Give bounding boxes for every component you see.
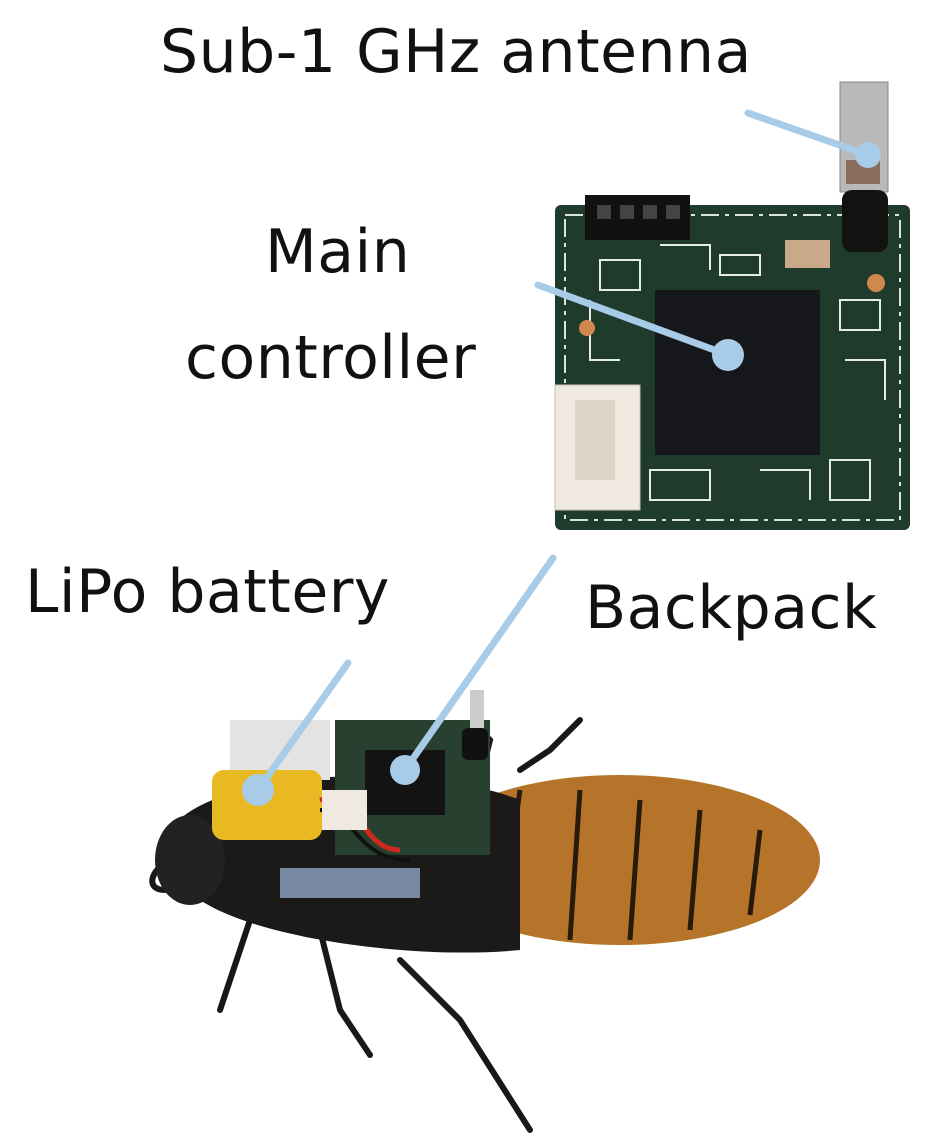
label-battery: LiPo battery [25,557,390,627]
pointer-backpack [401,554,557,774]
antenna [839,81,889,252]
pointer-lines [254,109,872,794]
pointer-battery [254,659,352,794]
label-antenna: Sub-1 GHz antenna [160,17,752,87]
pointer-dot-battery [242,774,274,806]
pointer-dot-controller [712,339,744,371]
pointer-antenna [744,109,872,159]
label-controller-line1: Main [265,217,411,287]
pointer-dot-antenna [855,142,881,168]
cockroach [149,690,820,1133]
pointer-controller [534,281,732,359]
lipo-battery [212,770,322,840]
label-controller-line2: controller [185,323,477,393]
pointer-dot-backpack [390,755,420,785]
label-backpack: Backpack [585,573,878,643]
main-controller-chip [655,290,820,455]
